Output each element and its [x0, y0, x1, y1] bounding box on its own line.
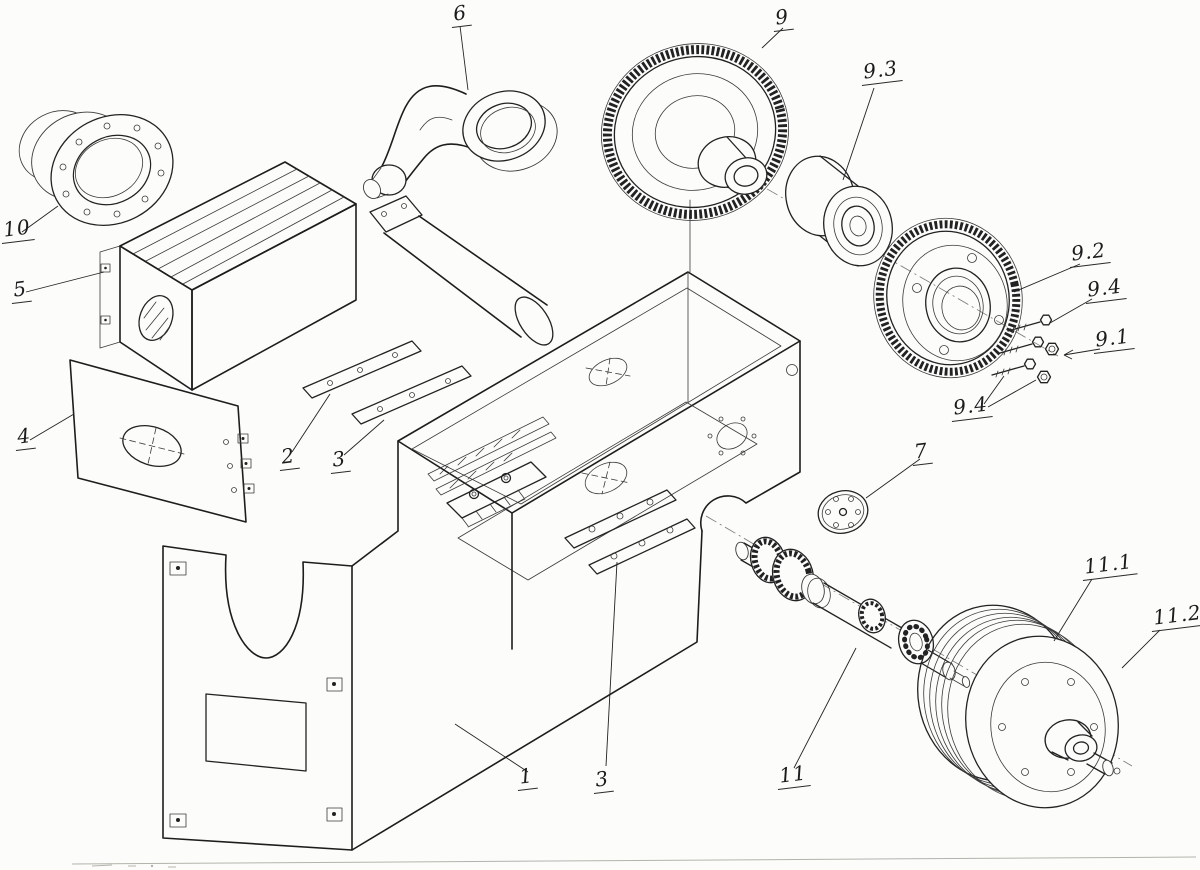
leader-9 [761, 27, 784, 49]
part-2-gib-bar [302, 340, 422, 399]
callout-9-1: 9.1 [1090, 323, 1135, 354]
part-9-1-nuts [1036, 342, 1060, 384]
leader-3-upper [343, 419, 385, 456]
rack-strips [427, 416, 557, 496]
callout-3-lower: 3 [590, 765, 614, 794]
clamp-bracket [446, 461, 547, 528]
part-4-cover-plate [69, 359, 255, 523]
part-9-gear [600, 43, 790, 221]
pivot-pin-cylinder [369, 195, 554, 346]
leader-9-4-lower [983, 375, 1037, 408]
part-9-3-bushing [785, 155, 893, 267]
part-7-small-flange [817, 490, 869, 534]
part-9-2-toothed-flange [873, 217, 1023, 379]
leader-11-1 [1053, 578, 1093, 642]
callout-2: 2 [276, 442, 300, 471]
leader-lines [21, 25, 1161, 773]
leader-10 [21, 205, 59, 233]
part-11-2-pulley-flange [965, 635, 1121, 809]
housing-holes [581, 357, 798, 495]
callout-11: 11 [774, 760, 812, 790]
leader-9-4-upper [1049, 298, 1093, 324]
part-6-lever [363, 85, 558, 199]
callout-7: 7 [909, 437, 933, 466]
leader-9-3 [842, 87, 875, 181]
callout-3-upper: 3 [327, 445, 351, 474]
housing-window [205, 693, 307, 772]
leader-3-lower [605, 561, 618, 767]
leader-1 [454, 723, 529, 773]
callout-6: 6 [448, 0, 472, 29]
leader-9-2 [1013, 263, 1081, 293]
part-3-gib-bar-upper [351, 365, 472, 425]
leader-4 [29, 413, 75, 441]
leader-6 [459, 25, 469, 91]
callout-9-2: 9.2 [1066, 237, 1111, 268]
callout-9-4-lower: 9.4 [948, 391, 993, 422]
part-9-4-bolts [991, 314, 1053, 378]
leader-2 [291, 393, 331, 453]
part-3-gib-bars-lower [564, 489, 696, 575]
callout-5: 5 [8, 275, 32, 304]
leader-7 [865, 458, 921, 499]
part-1-housing-base [162, 199, 801, 851]
leader-11-2 [1121, 629, 1161, 669]
callout-9-3: 9.3 [858, 55, 903, 86]
part-10-bolt-holes [59, 122, 165, 218]
callout-9: 9 [770, 3, 794, 33]
part-10-flange-cap [18, 110, 174, 227]
ground-line [71, 856, 1197, 868]
part-5-finned-block [99, 161, 357, 391]
callout-4: 4 [12, 422, 36, 451]
housing-lugs [169, 561, 343, 828]
callout-1: 1 [514, 762, 538, 791]
leader-9-1 [1063, 348, 1101, 360]
part-5-fins [132, 168, 345, 285]
callout-9-4-upper: 9.4 [1082, 273, 1127, 304]
leader-11 [793, 647, 857, 769]
callout-10: 10 [0, 214, 36, 244]
leader-5 [25, 271, 105, 293]
